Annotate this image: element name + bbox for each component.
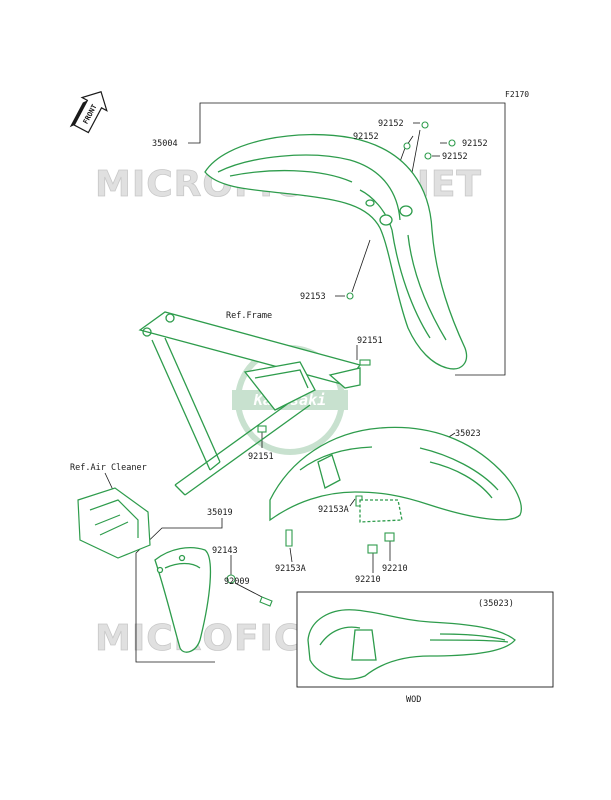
label-92009: 92009 [224, 577, 250, 587]
label-92151-upper: 92151 [357, 336, 383, 346]
front-fender [204, 133, 468, 370]
label-92210-left: 92210 [355, 575, 381, 585]
front-arrow-icon: FRONT [69, 90, 108, 134]
label-92152-a: 92152 [378, 119, 404, 129]
label-92153: 92153 [300, 292, 326, 302]
label-92153a-right: 92153A [318, 505, 349, 515]
label-92210-right: 92210 [382, 564, 408, 574]
label-inset-35023: (35023) [478, 599, 514, 609]
label-35023: 35023 [455, 429, 481, 439]
label-ref-frame: Ref.Frame [226, 311, 272, 321]
label-92152-d: 92152 [442, 152, 468, 162]
label-92152-c: 92152 [462, 139, 488, 149]
rear-fender [269, 426, 522, 523]
part-labels: 35004 92152 92152 92152 92152 92153 Ref.… [70, 119, 514, 705]
inset-fender [307, 609, 516, 680]
air-cleaner [77, 487, 151, 559]
label-92151-lower: 92151 [248, 452, 274, 462]
label-92153a-left: 92153A [275, 564, 306, 574]
label-92143: 92143 [212, 546, 238, 556]
label-ref-air-cleaner: Ref.Air Cleaner [70, 463, 147, 473]
frame [138, 311, 362, 496]
label-wod: WOD [406, 695, 421, 705]
label-35004: 35004 [152, 139, 178, 149]
hardware [226, 121, 456, 607]
label-35019: 35019 [207, 508, 233, 518]
mud-flap [154, 547, 212, 653]
figure-id: F2170 [505, 90, 529, 99]
label-92152-b: 92152 [353, 132, 379, 142]
